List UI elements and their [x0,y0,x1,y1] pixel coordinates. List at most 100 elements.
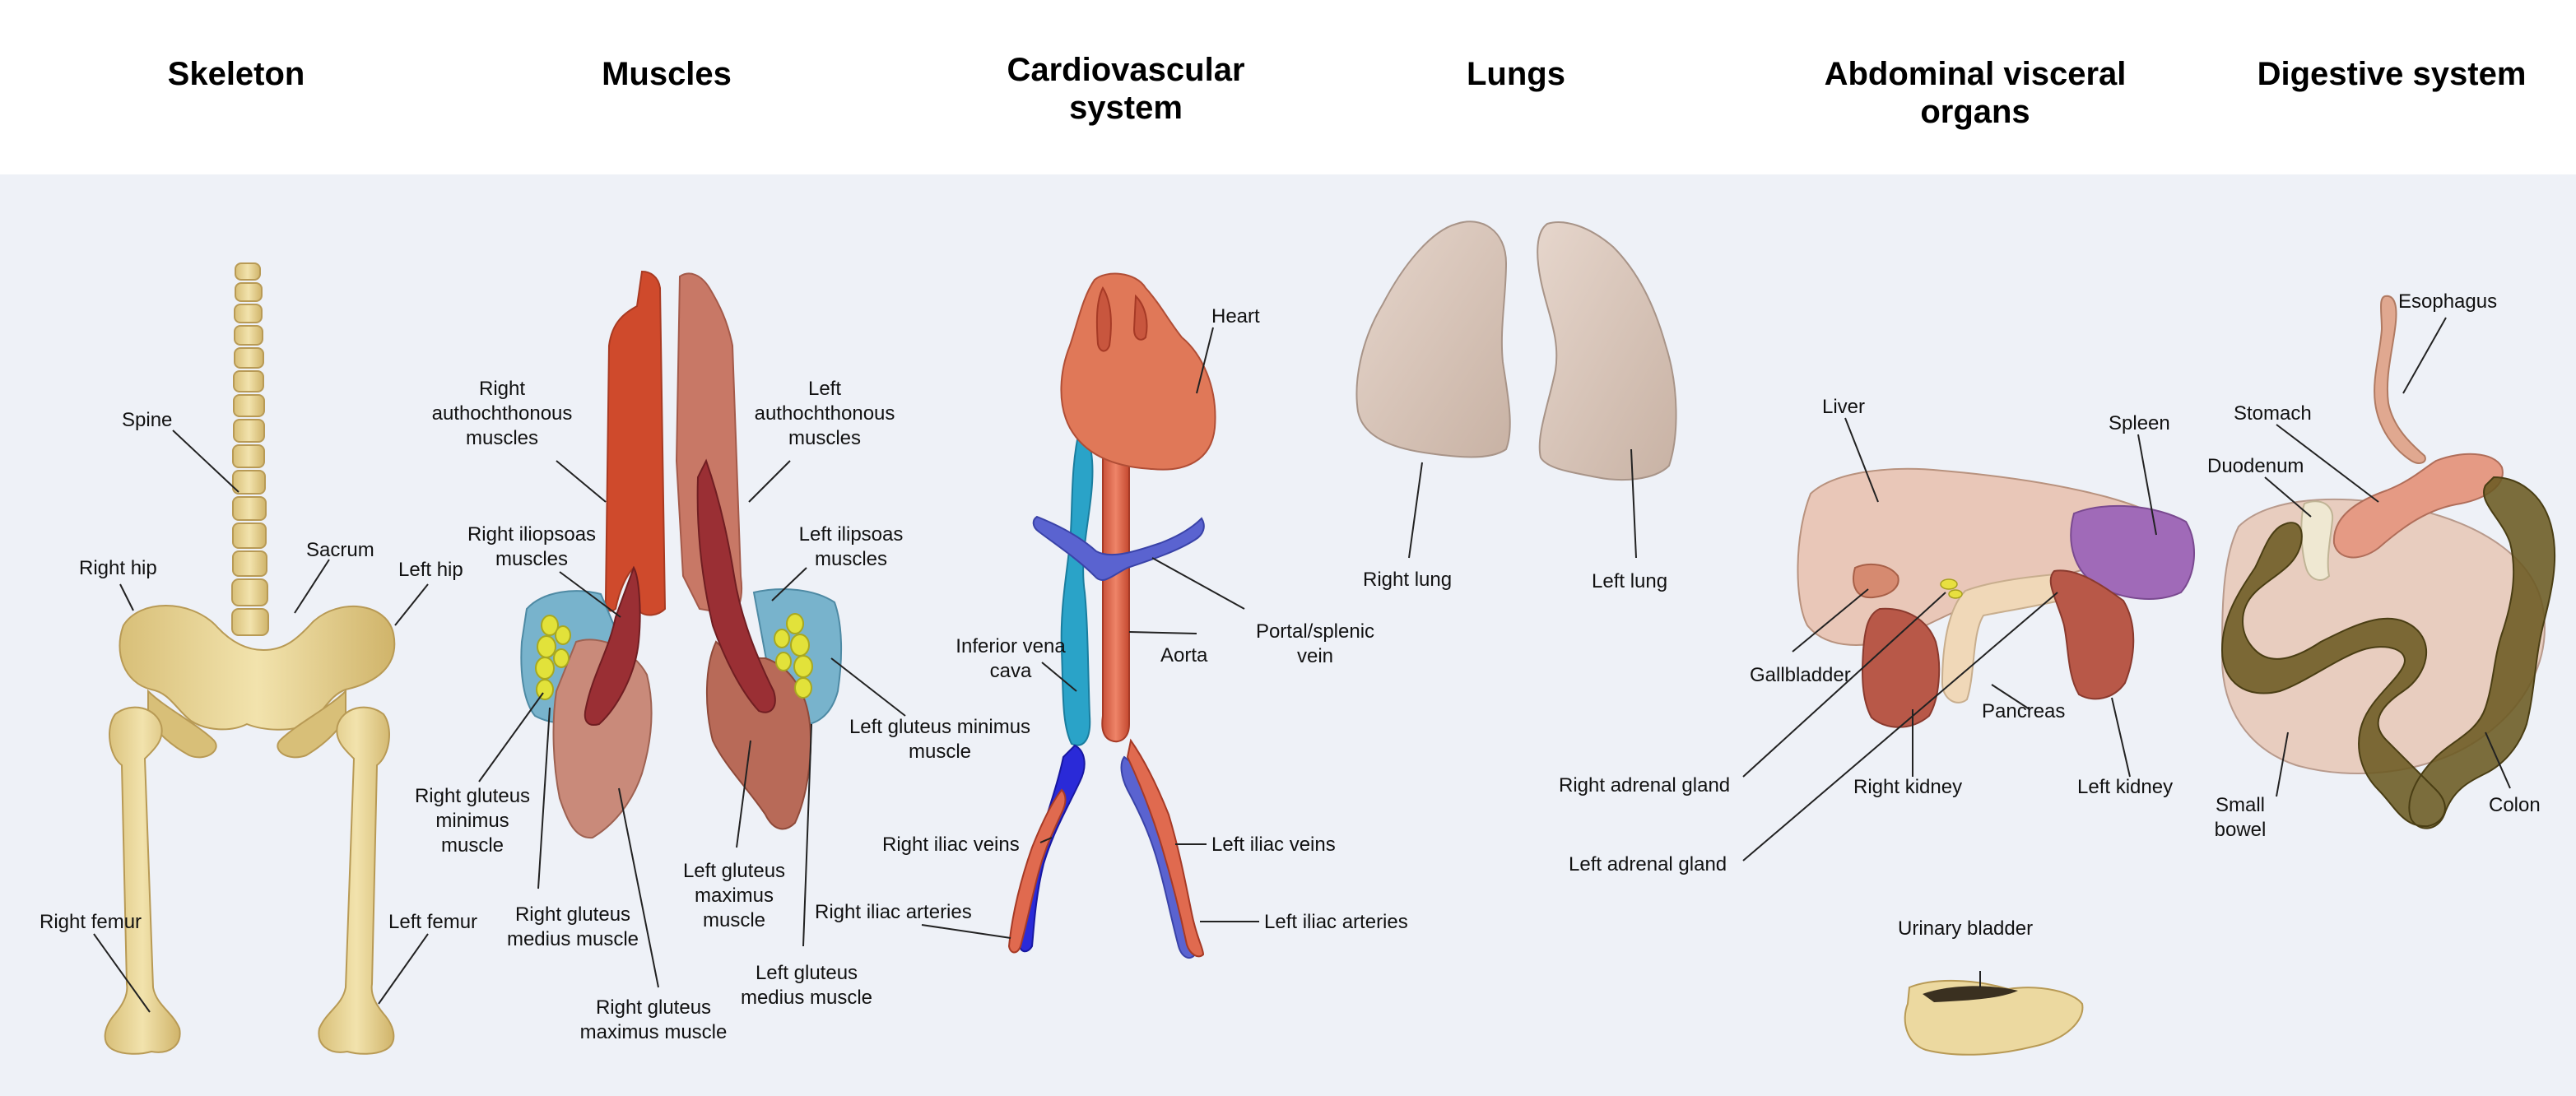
esophagus-shape [2374,295,2426,464]
label-left-gluteus-minimus-1: Left gluteus minimus [849,716,1030,738]
portal-vein-shape [1032,515,1205,581]
label-pancreas: Pancreas [1982,700,2065,722]
title-cardiovascular-line2: system [1069,90,1183,126]
label-left-iliac-veins: Left iliac veins [1211,834,1336,856]
label-urinary-bladder: Urinary bladder [1898,917,2033,940]
label-right-kidney: Right kidney [1853,776,1962,798]
left-gluteus-medius-shape [774,613,813,699]
label-left-gluteus-minimus-2: muscle [909,741,971,763]
label-left-iliopsoas-2: muscles [815,548,887,570]
label-right-iliopsoas-2: muscles [495,548,568,570]
pelvis-shape [119,605,396,731]
left-gluteus-maximus-shape [705,640,812,830]
right-gluteus-medius-shape [535,615,571,700]
right-iliac-arteries-shape [1007,788,1067,954]
skeleton-model [104,262,396,1055]
label-stomach: Stomach [2234,402,2312,425]
leader-lines [93,317,2511,1013]
label-left-autochthonous-3: muscles [788,427,861,449]
label-left-kidney: Left kidney [2077,776,2173,798]
left-kidney-shape [2049,569,2135,700]
title-cardiovascular-line1: Cardiovascular [1007,52,1245,88]
title-muscles: Muscles [602,56,732,92]
label-right-lung: Right lung [1363,569,1452,591]
label-liver: Liver [1822,396,1865,418]
left-iliopsoas-shape [696,458,776,713]
right-gluteus-maximus-shape [552,639,653,839]
left-lung-shape [1537,221,1677,481]
figure-panel [0,174,2576,1096]
right-kidney-shape [1862,607,1941,728]
label-right-autochthonous-3: muscles [466,427,538,449]
digestive-model [2220,295,2556,829]
label-left-gluteus-medius-2: medius muscle [741,987,872,1009]
label-right-iliopsoas-1: Right iliopsoas [467,523,596,546]
label-left-iliac-arteries: Left iliac arteries [1264,911,1408,933]
label-sacrum: Sacrum [306,539,374,561]
title-lungs: Lungs [1467,56,1565,92]
right-iliac-veins-shape [1017,744,1086,953]
label-left-hip: Left hip [398,559,463,581]
duodenum-shape [2300,500,2334,581]
colon-shape [2220,476,2556,829]
label-portal-2: vein [1297,645,1333,667]
label-esophagus: Esophagus [2398,290,2497,313]
label-right-iliac-veins: Right iliac veins [882,834,1020,856]
label-right-hip: Right hip [79,557,157,579]
label-gallbladder: Gallbladder [1750,664,1851,686]
label-spleen: Spleen [2109,412,2170,434]
label-right-gluteus-minimus-2: minimus [435,810,509,832]
label-small-bowel-1: Small [2216,794,2265,816]
label-left-gluteus-medius-1: Left gluteus [756,962,858,984]
label-right-gluteus-maximus-1: Right gluteus [596,996,711,1019]
title-digestive: Digestive system [2257,56,2527,92]
gallbladder-shape [1853,563,1899,599]
label-ivc-1: Inferior vena [956,635,1066,657]
label-left-iliopsoas-1: Left ilipsoas [799,523,904,546]
label-right-gluteus-minimus-1: Right gluteus [415,785,530,807]
label-right-gluteus-medius-1: Right gluteus [515,903,630,926]
label-left-autochthonous-1: Left [808,378,841,400]
header-band [0,0,2576,174]
spleen-shape [2070,504,2195,600]
label-right-adrenal: Right adrenal gland [1559,774,1730,796]
title-abdominal-line1: Abdominal visceral [1824,56,2127,92]
left-iliac-arteries-shape [1126,738,1205,958]
label-colon: Colon [2489,794,2541,816]
muscles-model [520,270,843,839]
label-portal-1: Portal/splenic [1256,620,1374,643]
label-spine: Spine [122,409,172,431]
label-aorta: Aorta [1160,644,1208,666]
left-femur-shape [318,706,395,1055]
label-left-adrenal: Left adrenal gland [1569,853,1727,875]
heart-vessels [1095,286,1148,352]
labels: Spine Sacrum Right hip Left hip Right fe… [40,290,2541,1043]
label-right-iliac-arteries: Right iliac arteries [815,901,972,923]
label-right-autochthonous-2: authochthonous [432,402,573,425]
label-right-gluteus-medius-2: medius muscle [507,928,639,950]
label-small-bowel-2: bowel [2215,819,2267,841]
adrenal-glands-shape [1940,578,1963,599]
label-left-femur: Left femur [388,911,477,933]
label-left-gluteus-maximus-1: Left gluteus [683,860,785,882]
vena-cava-shape [1060,426,1094,746]
label-ivc-2: cava [990,660,1032,682]
label-right-gluteus-minimus-3: muscle [441,834,504,857]
title-skeleton: Skeleton [167,56,305,92]
aorta-shape [1101,444,1130,743]
cardiovascular-model [1007,272,1216,959]
label-duodenum: Duodenum [2207,455,2304,477]
title-abdominal-line2: organs [1920,94,2030,130]
label-left-autochthonous-2: authochthonous [755,402,895,425]
label-right-gluteus-maximus-2: maximus muscle [580,1021,728,1043]
right-femur-shape [104,706,181,1055]
label-right-femur: Right femur [40,911,142,933]
label-left-lung: Left lung [1592,570,1667,592]
spine-shape [231,262,269,636]
right-lung-shape [1355,221,1511,458]
label-left-gluteus-maximus-3: muscle [703,909,765,931]
label-heart: Heart [1211,305,1260,327]
lungs-model [1355,221,1677,481]
